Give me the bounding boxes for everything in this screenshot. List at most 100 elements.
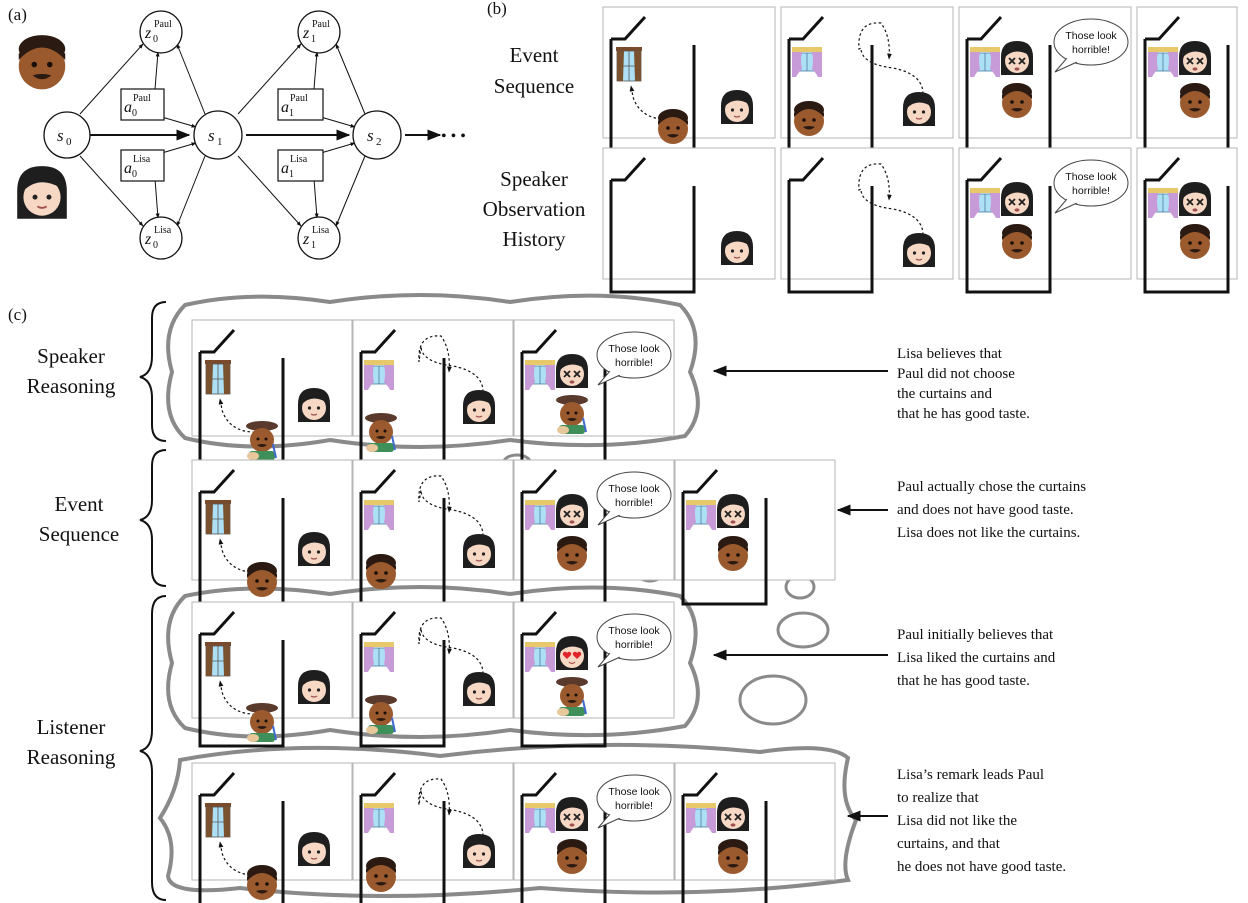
svg-text:Those look: Those look (608, 483, 660, 495)
svg-text:1: 1 (217, 136, 223, 148)
node-s2: s 2 (352, 110, 402, 160)
svg-text:Those look: Those look (1065, 30, 1117, 42)
paul-face-icon (247, 562, 277, 597)
svg-text:Those look: Those look (608, 625, 660, 637)
window-closed-icon (204, 499, 232, 535)
caption-arrows (712, 365, 888, 822)
lisa-dizzy-icon (555, 796, 589, 832)
svg-text:Paul initially believes that: Paul initially believes that (897, 627, 1054, 643)
brace-speaker-reasoning (139, 301, 167, 442)
paul-face-icon (247, 865, 277, 900)
lisa-dizzy-icon (555, 493, 589, 529)
thought-cloud-listener-2 (157, 742, 859, 898)
scene-frame (780, 147, 954, 294)
painter-paul-icon (555, 394, 589, 435)
painter-paul-icon (245, 420, 279, 461)
caption-listener-final: Lisa’s remark leads Paul to realize that… (897, 767, 1066, 875)
lisa-dizzy-icon (716, 796, 750, 832)
node-z1-paul: z 1 Paul (297, 10, 341, 54)
svg-text:Paul: Paul (133, 93, 151, 104)
lisa-dizzy-icon (1000, 181, 1034, 217)
scene-frame (602, 147, 776, 294)
lisa-dizzy-icon (555, 353, 589, 389)
svg-text:z: z (302, 231, 310, 248)
lisa-dizzy-icon (1178, 40, 1212, 76)
svg-text:Event: Event (55, 492, 104, 516)
node-s0: s 0 (43, 111, 91, 159)
scene-frame (602, 6, 776, 153)
svg-text:1: 1 (311, 240, 316, 251)
lisa-heart-eyes-icon (555, 635, 589, 671)
scene-frame (1136, 6, 1238, 153)
svg-text:a: a (124, 99, 132, 116)
svg-text:1: 1 (289, 169, 294, 180)
svg-text:0: 0 (66, 136, 72, 148)
svg-text:Lisa does not like the curtain: Lisa does not like the curtains. (897, 525, 1080, 541)
paul-face-icon (718, 839, 748, 874)
svg-text:Those look: Those look (1065, 171, 1117, 183)
svg-text:History: History (503, 227, 567, 251)
svg-text:Lisa liked the curtains and: Lisa liked the curtains and (897, 650, 1056, 666)
svg-text:s: s (367, 126, 374, 145)
svg-text:0: 0 (132, 108, 137, 119)
scene-frame (674, 459, 836, 606)
panel-label-b: (b) (487, 0, 507, 18)
row-label-speaker-observation-history: Speaker Observation History (483, 167, 586, 251)
window-closed-icon (204, 802, 232, 838)
svg-text:horrible!: horrible! (615, 800, 653, 812)
paul-face-icon (18, 35, 66, 90)
paul-face-icon (366, 857, 396, 892)
svg-text:0: 0 (153, 240, 158, 251)
paul-face-icon (557, 536, 587, 571)
painter-paul-icon (245, 702, 279, 743)
scene-frame (352, 319, 514, 466)
svg-text:0: 0 (153, 34, 158, 45)
caption-event-sequence: Paul actually chose the curtains and doe… (897, 479, 1086, 541)
scene-frame (352, 762, 514, 903)
svg-text:Speaker: Speaker (37, 344, 105, 368)
lisa-face-icon (297, 387, 331, 423)
svg-text:he does not have good taste.: he does not have good taste. (897, 859, 1066, 875)
thought-cloud-listener-1 (166, 585, 700, 739)
lisa-face-icon (462, 533, 496, 569)
lisa-dizzy-icon (716, 493, 750, 529)
lisa-face-icon (16, 165, 68, 220)
svg-text:Lisa believes that: Lisa believes that (897, 346, 1003, 362)
svg-text:Speaker: Speaker (500, 167, 568, 191)
lisa-face-icon (462, 389, 496, 425)
svg-text:0: 0 (132, 169, 137, 180)
scene-frame (674, 762, 836, 903)
scene-frame (1136, 147, 1238, 294)
scene-frame (191, 459, 353, 606)
node-z0-lisa: z 0 Lisa (139, 216, 183, 260)
row-label-event-sequence-c: Event Sequence (39, 492, 119, 546)
svg-text:Lisa did not like the: Lisa did not like the (897, 813, 1017, 829)
svg-text:and does not have good taste.: and does not have good taste. (897, 502, 1074, 518)
svg-text:Paul did not choose: Paul did not choose (897, 366, 1015, 382)
lisa-face-icon (720, 89, 754, 125)
lisa-dizzy-icon (1000, 40, 1034, 76)
svg-text:Those look: Those look (608, 343, 660, 355)
paul-face-icon (557, 839, 587, 874)
svg-text:Lisa: Lisa (290, 154, 308, 165)
paul-face-icon (366, 554, 396, 589)
svg-text:that he has good taste.: that he has good taste. (897, 673, 1030, 689)
lisa-face-icon (297, 831, 331, 867)
svg-text:1: 1 (311, 34, 316, 45)
paul-face-icon (1180, 224, 1210, 259)
action-a1-lisa: a 1 Lisa (277, 149, 324, 182)
svg-text:Paul: Paul (312, 19, 330, 30)
lisa-face-icon (462, 833, 496, 869)
paul-face-icon (1002, 83, 1032, 118)
painter-paul-icon (364, 412, 398, 453)
